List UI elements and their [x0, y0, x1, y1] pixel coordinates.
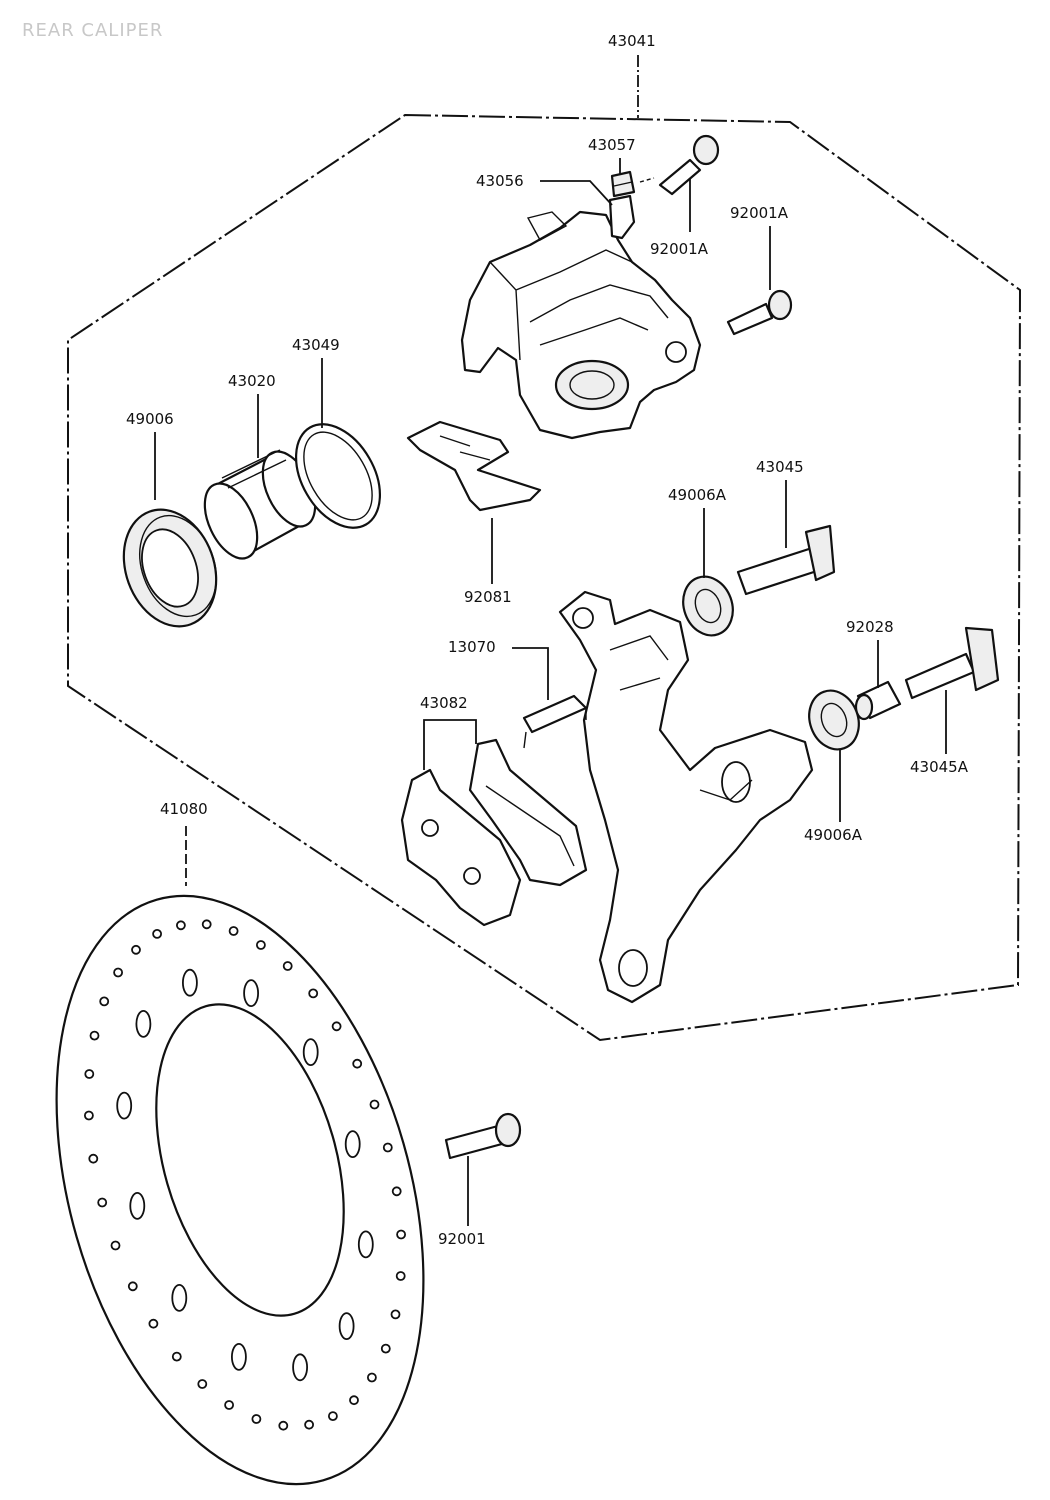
disc-hole: [84, 1110, 94, 1121]
disc-bolt-92001: [444, 1112, 522, 1160]
disc-slot: [292, 1353, 309, 1382]
brake-pads-43082: [400, 738, 588, 927]
bleed-valve: [608, 170, 636, 240]
disc-slot: [181, 968, 198, 997]
leader-13070: [512, 647, 549, 700]
caliper-bracket: [558, 590, 814, 1004]
disc-slot: [338, 1312, 355, 1340]
caliper-bolt-upper: [658, 134, 720, 196]
caliper-bolt-side: [726, 289, 793, 336]
disc-hole: [224, 1400, 235, 1410]
label-43082: 43082: [420, 694, 468, 712]
label-92028: 92028: [846, 618, 894, 636]
disc-hole: [331, 1021, 342, 1032]
disc-hole: [228, 926, 239, 936]
label-49006A-upper: 49006A: [668, 486, 727, 504]
label-43041: 43041: [608, 32, 656, 50]
disc-slot: [171, 1284, 188, 1312]
disc-hole: [278, 1420, 289, 1431]
disc-hole: [251, 1414, 262, 1424]
label-41080: 41080: [160, 800, 208, 818]
disc-hole: [197, 1379, 208, 1389]
disc-slot: [357, 1230, 374, 1259]
disc-hole: [84, 1069, 95, 1079]
disc-hole: [382, 1142, 393, 1153]
pin-43045: [736, 524, 836, 596]
caliper-body: [460, 210, 702, 440]
piston-seal-49006: [122, 508, 218, 628]
disc-hole: [396, 1229, 407, 1240]
leader-43082: [423, 719, 477, 770]
brake-disc-41080: [55, 894, 425, 1486]
disc-hole: [395, 1271, 406, 1281]
label-43045A: 43045A: [910, 758, 969, 776]
disc-slot: [230, 1343, 247, 1371]
disc-hole: [282, 961, 293, 971]
disc-hole: [366, 1372, 377, 1383]
disc-hole: [327, 1411, 338, 1421]
disc-hole: [369, 1099, 380, 1110]
disc-slot: [302, 1038, 319, 1066]
disc-hole: [380, 1343, 391, 1354]
label-43056: 43056: [476, 172, 524, 190]
disc-hole: [171, 1351, 182, 1362]
disc-slot: [243, 979, 260, 1007]
disc-hole: [308, 988, 319, 999]
label-43057: 43057: [588, 136, 636, 154]
disc-hole: [127, 1281, 138, 1292]
label-43020: 43020: [228, 372, 276, 390]
label-92001A-side: 92001A: [730, 204, 789, 222]
label-43049: 43049: [292, 336, 340, 354]
dust-seal-43049: [294, 423, 382, 529]
disc-hole: [391, 1186, 402, 1197]
pin-43045A: [904, 626, 1000, 700]
label-92081: 92081: [464, 588, 512, 606]
disc-hole: [89, 1030, 100, 1041]
disc-slot: [129, 1192, 146, 1220]
disc-hole: [175, 920, 186, 931]
disc-hole: [152, 929, 163, 939]
pad-shim-13070: [522, 694, 588, 749]
label-92001A-upper: 92001A: [650, 240, 709, 258]
disc-hole: [113, 967, 123, 978]
disc-hole: [110, 1240, 121, 1251]
disc-hole: [97, 1197, 108, 1208]
disc-slot: [135, 1010, 152, 1038]
leader-43056: [540, 180, 613, 206]
disc-hole: [255, 940, 266, 950]
label-43045: 43045: [756, 458, 804, 476]
disc-hole: [349, 1395, 359, 1406]
disc-hole: [88, 1153, 99, 1164]
boot-49006A-upper: [682, 575, 734, 637]
label-49006A-lower: 49006A: [804, 826, 863, 844]
disc-slot: [344, 1130, 361, 1158]
boot-49006A-lower: [808, 689, 860, 751]
disc-hole: [99, 996, 110, 1007]
disc-slot: [116, 1091, 133, 1120]
assembly-boundary: [67, 113, 1022, 1042]
piston-43020: [203, 449, 317, 560]
label-13070: 13070: [448, 638, 496, 656]
sleeve-92028: [854, 680, 902, 721]
label-92001: 92001: [438, 1230, 486, 1248]
disc-hole: [304, 1419, 315, 1430]
label-49006: 49006: [126, 410, 174, 428]
disc-hole: [390, 1309, 401, 1320]
disc-hole: [131, 944, 141, 955]
pad-spring-92081: [406, 420, 542, 512]
disc-hole: [201, 919, 212, 930]
disc-hole: [352, 1058, 363, 1069]
watermark-text: REAR CALIPER: [22, 20, 163, 41]
disc-hole: [148, 1318, 159, 1329]
